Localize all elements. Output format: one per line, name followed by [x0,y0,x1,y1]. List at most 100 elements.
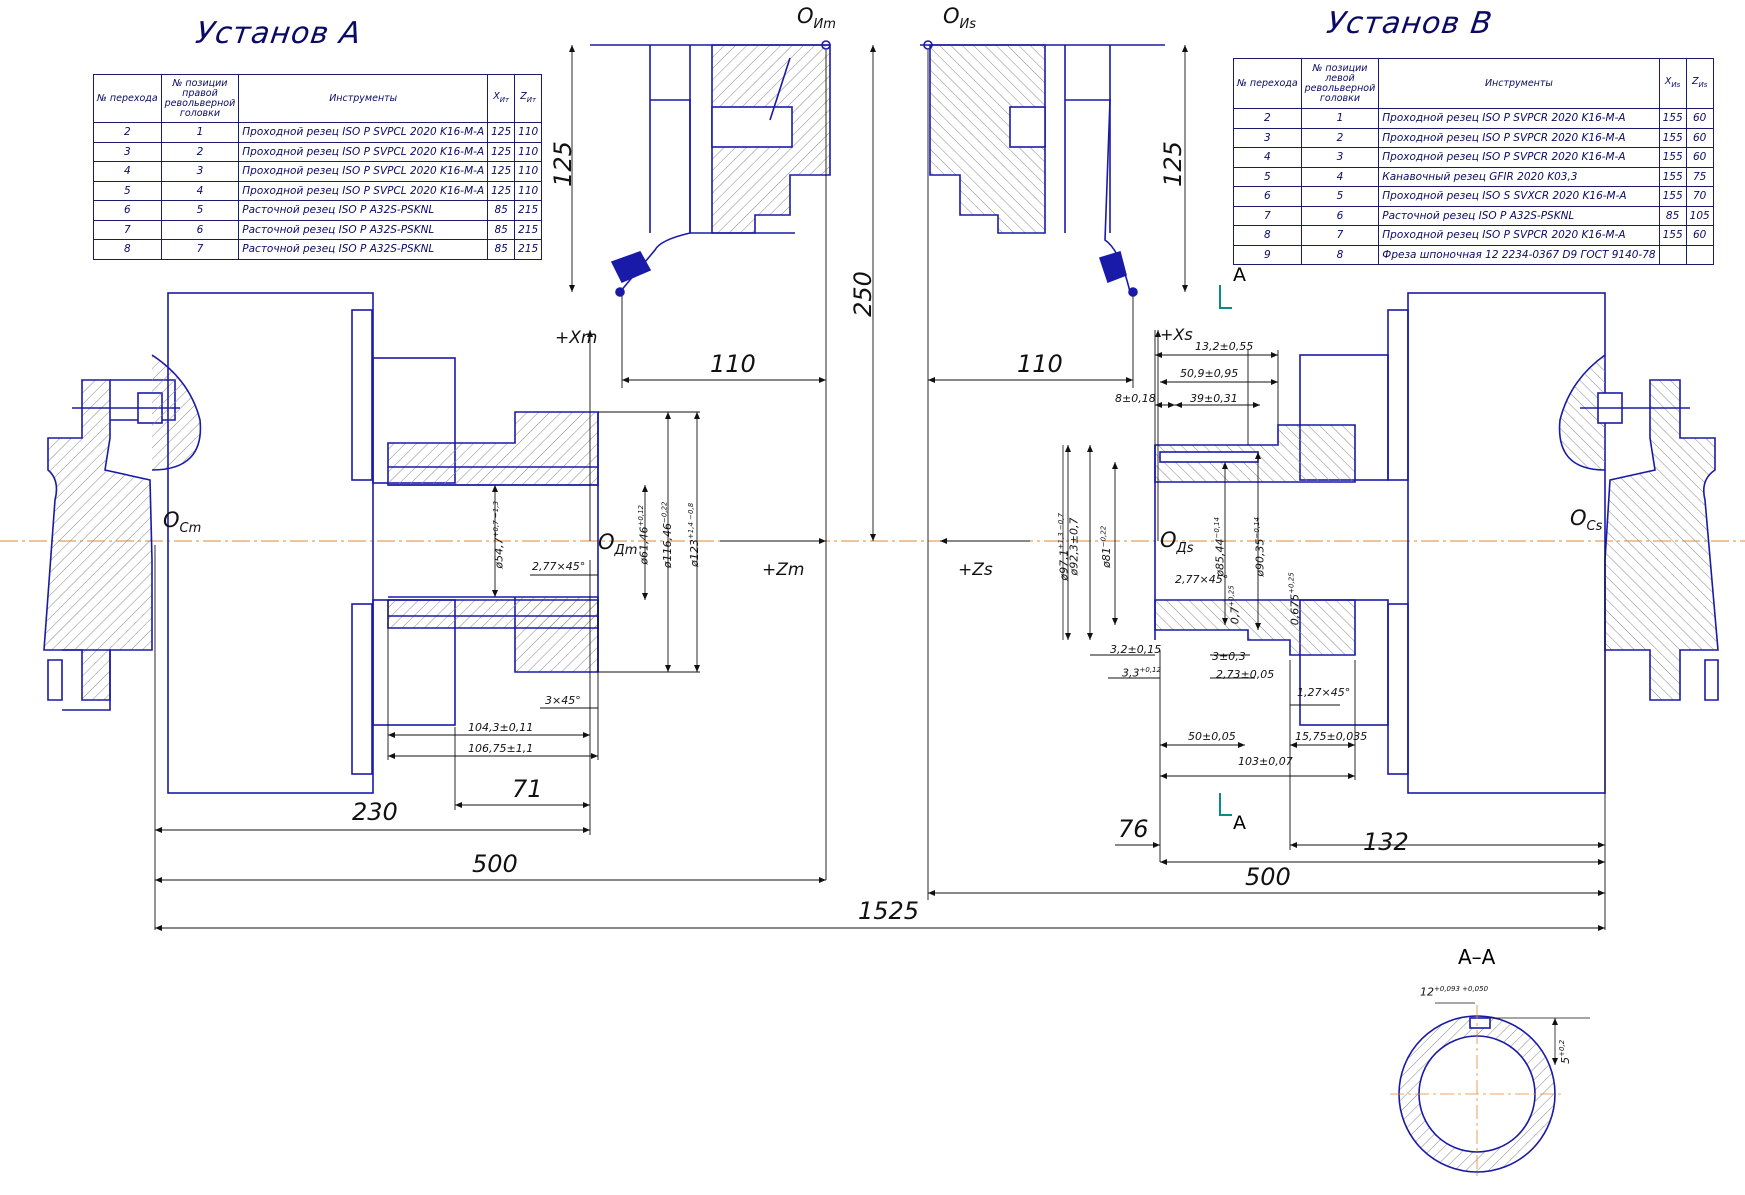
axis-zm-label: +Zm [762,560,805,580]
section-title: А–А [1458,945,1496,969]
dim-left-230: 230 [352,798,398,826]
table-a-cell: 215 [514,200,543,221]
axis-xm-label: +Xm [555,328,598,348]
table-b-cell [1685,244,1714,265]
table-a-cell: 215 [514,239,543,260]
dim-right-0675: 0,675+0,25 [1287,572,1302,626]
dim-left-71: 71 [512,775,543,803]
table-b-cell: Проходной резец ISO P SVPCR 2020 K16-M-A [1378,127,1660,148]
table-b-header-step: № перехода [1233,58,1302,109]
table-b-cell: Проходной резец ISO P SVPCR 2020 K16-M-A [1378,147,1660,168]
dia-left-6146: ø61,46+0,12 [637,504,651,565]
dim-right-273: 2,73±0,05 [1216,668,1275,681]
dim-right-103: 103±0,07 [1238,755,1293,768]
left-workpiece [387,411,599,673]
table-a-cell: 110 [514,161,543,182]
table-b-cell: 60 [1685,127,1714,148]
table-b-cell: 60 [1685,108,1714,129]
dia-left-11646: ø116,46−0,22 [660,501,675,569]
section-depth: 5+0,2 [1558,1039,1572,1064]
dim-right-509: 50,9±0,95 [1180,367,1239,380]
dim-right-39: 39±0,31 [1190,392,1238,405]
dim-right-110: 110 [1017,350,1063,378]
table-a-cell: Проходной резец ISO P SVPCL 2020 K16-M-A [238,122,489,143]
dia-left-123: ø123+1,4 −0,8 [687,502,701,567]
right-spindle [1299,292,1719,794]
left-tool-holder [590,40,831,297]
chamfer-left-277: 2,77×45° [532,560,586,573]
dim-right-1575: 15,75±0,035 [1295,730,1368,743]
dim-left-125: 125 [548,141,577,187]
table-b-header-position: № позиции левой револьверной головки [1300,58,1380,109]
axis-xs-label: +Xs [1160,325,1193,344]
table-b-cell: 105 [1685,205,1714,226]
dim-right-500: 500 [1245,863,1291,891]
dia-right-923: ø92,3±0,7 [1067,517,1081,576]
dim-right-132: 132 [1363,828,1409,856]
dim-right-33: 3,3+0,12 [1122,666,1161,680]
dim-250: 250 [848,271,877,317]
table-a-cell: Расточной резец ISO P A32S-PSKNL [238,200,489,221]
table-a-cell: 215 [514,219,543,240]
dia-left-547: ø54,7+0,7 −1,3 [491,501,506,569]
dim-right-07: 0,7+0,25 [1227,585,1242,625]
section-width: 12+0,093 +0,050 [1420,985,1489,999]
tool-table-b: № перехода № позиции левой револьверной … [1233,58,1714,265]
dia-right-81: ø81−0,22 [1099,525,1113,568]
chamfer-right-277: 2,77×45° [1175,573,1229,586]
table-b-cell: 155 [1658,108,1687,129]
section-markers [1219,285,1232,816]
table-b-header-z: ZИs [1685,58,1714,109]
dim-left-1043: 104,3±0,11 [468,721,534,734]
dim-right-125: 125 [1158,141,1187,187]
chamfer-right-127: 1,27×45° [1297,686,1351,699]
origin-cs-label: OCs [1570,506,1603,535]
origin-im-label: OИm [797,4,836,33]
dimension-lines [154,45,1606,931]
origin-cm-label: OCm [163,508,202,537]
table-b-cell: Проходной резец ISO P SVPCR 2020 K16-M-A [1378,225,1660,246]
table-a-header-step: № перехода [93,74,162,123]
dia-right-9035: ø90,35−0,14 [1253,516,1267,577]
table-b-header-tools: Инструменты [1378,58,1660,109]
table-a-cell: Расточной резец ISO P A32S-PSKNL [238,239,489,260]
table-a-cell: 110 [514,180,543,201]
table-b-cell: 155 [1658,127,1687,148]
table-a-header-x-sub: Ит [499,95,510,104]
origin-ds-label: OДs [1160,528,1194,557]
dim-left-500: 500 [472,850,518,878]
dim-left-110: 110 [710,350,756,378]
table-b-cell: 60 [1685,147,1714,168]
table-b-cell: 155 [1658,166,1687,187]
table-a-header-position: № позиции правой револьверной головки [160,74,240,123]
table-b-cell: 155 [1658,225,1687,246]
section-marker-top: А [1233,264,1246,286]
axis-zs-label: +Zs [958,560,993,580]
tool-table-a: № перехода № позиции правой револьверной… [93,74,543,260]
table-b-cell: 70 [1685,186,1714,207]
table-b-cell: 60 [1685,225,1714,246]
origin-dm-label: OДm [598,530,638,559]
dim-right-132-055: 13,2±0,55 [1195,340,1254,353]
dim-right-3: 3±0,3 [1212,650,1246,663]
dim-right-50: 50±0,05 [1188,730,1236,743]
table-a-header-z-sub: Ит [526,95,537,104]
dim-left-10675: 106,75±1,1 [468,742,534,755]
dia-right-8544: ø85,44−0,14 [1213,516,1227,577]
table-b-header-x-sub: Иs [1671,80,1681,89]
section-a-a [1390,1002,1590,1180]
chamfer-left-3: 3×45° [545,694,581,707]
origin-is-label: OИs [943,4,977,33]
dim-right-76: 76 [1118,815,1149,843]
